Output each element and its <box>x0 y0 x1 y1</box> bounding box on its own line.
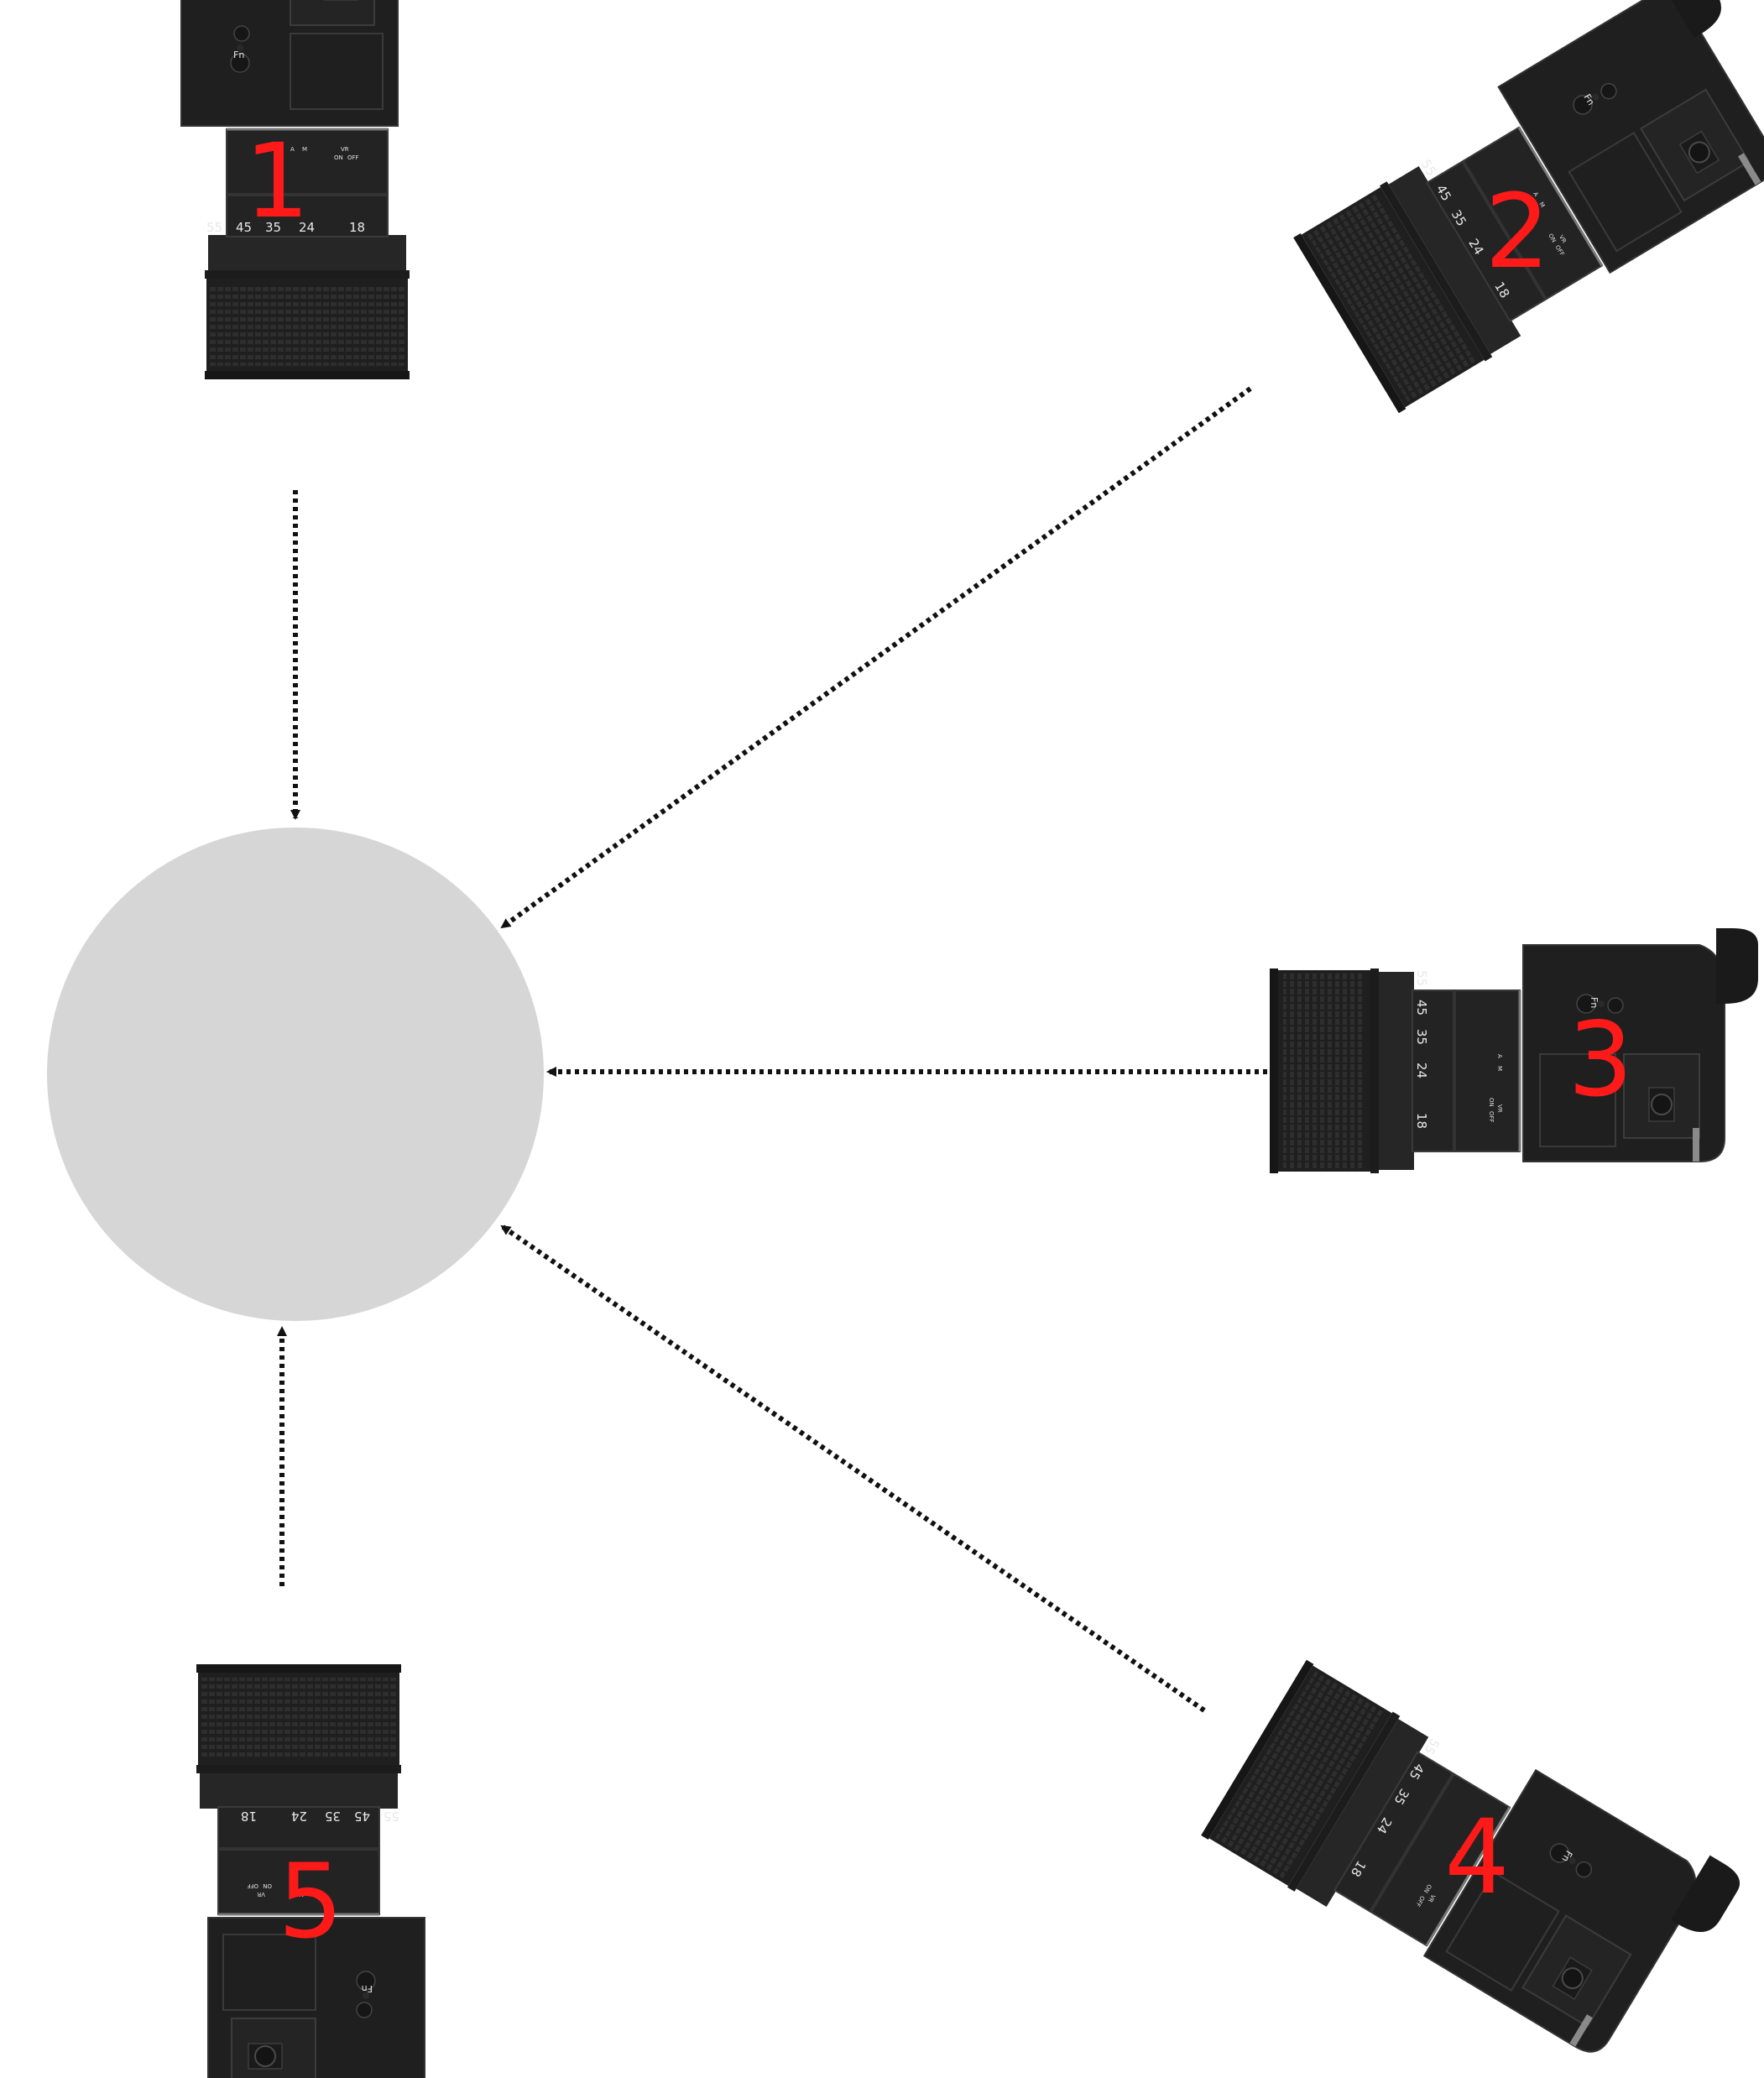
camera-1-zoom-scale: 55 45 35 24 18 <box>206 220 365 235</box>
zoom-mark-45: 45 <box>236 220 252 235</box>
zoom-mark-45: 45 <box>354 1809 370 1824</box>
zoom-mark-24: 24 <box>291 1809 307 1824</box>
vr-label: VR <box>257 1891 265 1898</box>
zoom-mark-45: 45 <box>1414 1000 1429 1016</box>
mode-m: M <box>1448 1860 1456 1867</box>
zoom-mark-18: 18 <box>1414 1113 1429 1129</box>
zoom-mark-55: 55 <box>384 1809 399 1824</box>
camera-4: 55 45 35 24 18 A M VR ON OFF Fn <box>1199 1624 1747 2078</box>
mode-a: A <box>311 1891 316 1898</box>
mode-m: M <box>302 146 307 153</box>
fn-button: Fn <box>1589 997 1600 1008</box>
connector-4 <box>500 1224 1206 1713</box>
camera-3-number: 3 <box>1568 1000 1633 1120</box>
zoom-mark-35: 35 <box>1414 1029 1429 1045</box>
mode-m: M <box>299 1891 304 1898</box>
vr-off: OFF <box>347 154 359 161</box>
mode-m: M <box>1496 1066 1503 1071</box>
vr-label: VR <box>1558 234 1568 245</box>
vr-on: ON <box>334 154 343 161</box>
mode-a: A <box>1454 1850 1462 1856</box>
camera-4-number: 4 <box>1444 1798 1510 1917</box>
zoom-mark-18: 18 <box>241 1809 257 1824</box>
zoom-mark-35: 35 <box>265 220 281 235</box>
camera-5: 55 45 35 24 18 A M VR ON OFF Fn <box>195 1663 443 2078</box>
fn-button: Fn <box>1581 92 1596 107</box>
fn-button: Fn <box>1559 1849 1574 1864</box>
vr-on: ON <box>263 1882 272 1889</box>
zoom-mark-55: 55 <box>1414 970 1429 986</box>
camera-5-number: 5 <box>278 1842 343 1961</box>
camera-1-number: 1 <box>244 122 310 241</box>
vr-off: OFF <box>1488 1111 1495 1123</box>
zoom-mark-55: 55 <box>206 220 222 235</box>
zoom-mark-18: 18 <box>349 220 365 235</box>
vr-off: OFF <box>247 1882 258 1889</box>
mode-a: A <box>1496 1054 1503 1058</box>
camera-1: 55 45 35 24 18 A M VR ON OFF Fn <box>163 0 411 381</box>
mode-m: M <box>1537 201 1546 208</box>
connector-2 <box>500 386 1252 930</box>
vr-on: ON <box>1488 1098 1495 1107</box>
vr-label: VR <box>1427 1893 1437 1904</box>
fn-button: Fn <box>233 50 244 60</box>
connectors <box>277 386 1276 1713</box>
mode-a: A <box>1532 191 1539 197</box>
zoom-mark-35: 35 <box>325 1809 341 1824</box>
zoom-mark-24: 24 <box>1414 1062 1429 1078</box>
zoom-mark-24: 24 <box>299 220 315 235</box>
mode-a: A <box>290 146 295 153</box>
fn-button: Fn <box>362 1983 373 1994</box>
camera-2-number: 2 <box>1485 172 1550 291</box>
vr-label: VR <box>341 146 349 153</box>
camera-3: 55 45 35 24 18 A M VR ON OFF Fn <box>1268 927 1760 1175</box>
subject-circle <box>47 828 544 1321</box>
vr-label: VR <box>1496 1104 1503 1113</box>
